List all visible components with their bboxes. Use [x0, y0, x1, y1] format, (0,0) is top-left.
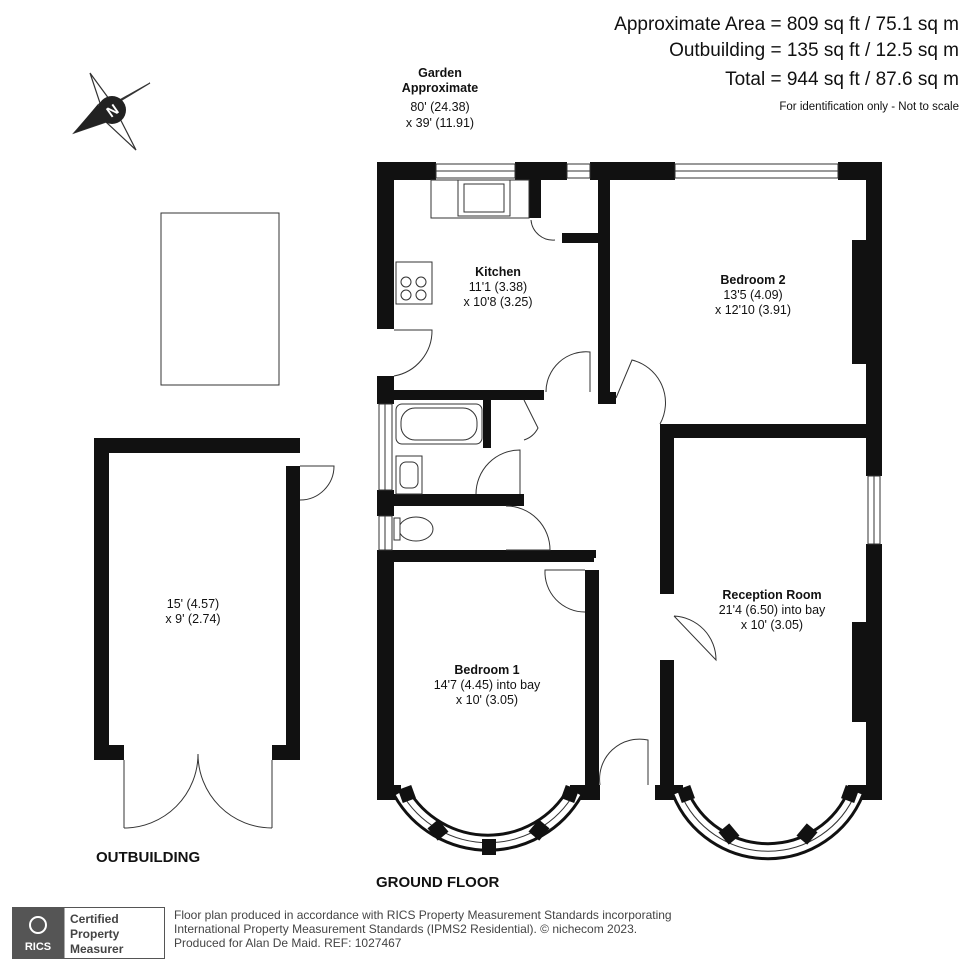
footer-line2: International Property Measurement Stand… — [174, 922, 638, 936]
room-bedroom2: Bedroom 2 13'5 (4.09) x 12'10 (3.91) — [693, 273, 813, 318]
room-bedroom1-dim2: x 10' (3.05) — [455, 693, 519, 707]
room-bedroom2-dim1: 13'5 (4.09) — [723, 288, 783, 302]
approximate-area: Approximate Area = 809 sq ft / 75.1 sq m — [614, 14, 959, 35]
room-outbuilding: 15' (4.57) x 9' (2.74) — [143, 597, 243, 627]
outbuilding-area: Outbuilding = 135 sq ft / 12.5 sq m — [669, 40, 959, 61]
room-bedroom1-name: Bedroom 1 — [454, 663, 520, 677]
room-bedroom2-dim2: x 12'10 (3.91) — [714, 303, 792, 317]
room-reception-dim2: x 10' (3.05) — [740, 618, 804, 632]
svg-text:RICS: RICS — [25, 941, 51, 953]
room-bedroom1-dim1: 14'7 (4.45) into bay — [433, 678, 541, 692]
garden-area — [160, 212, 280, 386]
outbuilding-walls — [94, 438, 300, 760]
compass-icon: N — [72, 72, 151, 151]
room-kitchen-dim2: x 10'8 (3.25) — [463, 295, 533, 309]
total-area: Total = 944 sq ft / 87.6 sq m — [725, 69, 959, 90]
rics-badge: RICS Certified Property Measurer — [12, 907, 165, 959]
room-outbuilding-dim1: 15' (4.57) — [166, 597, 220, 611]
room-kitchen: Kitchen 11'1 (3.38) x 10'8 (3.25) — [443, 265, 553, 310]
room-reception: Reception Room 21'4 (6.50) into bay x 10… — [697, 588, 847, 633]
bay-window-bedroom1 — [393, 785, 583, 855]
outbuilding-label: OUTBUILDING — [96, 849, 201, 866]
room-kitchen-dim1: 11'1 (3.38) — [468, 280, 528, 294]
garden-title: Garden — [418, 66, 462, 80]
ground-floor-label: GROUND FLOOR — [376, 874, 500, 891]
svg-text:Certified: Certified — [70, 912, 119, 926]
svg-text:Measurer: Measurer — [70, 942, 124, 956]
ground-floor-walls — [377, 162, 882, 800]
garden-dim1: 80' (24.38) — [410, 100, 470, 114]
scale-note: For identification only - Not to scale — [779, 101, 959, 113]
windows — [378, 163, 881, 551]
garden-subtitle: Approximate — [401, 81, 479, 95]
outbuilding-doors — [123, 465, 335, 829]
room-bedroom2-name: Bedroom 2 — [720, 273, 786, 287]
doors — [393, 219, 717, 786]
room-bedroom1: Bedroom 1 14'7 (4.45) into bay x 10' (3.… — [412, 663, 562, 708]
toilet-icon — [398, 516, 434, 542]
room-outbuilding-dim2: x 9' (2.74) — [165, 612, 221, 626]
room-reception-dim1: 21'4 (6.50) into bay — [718, 603, 826, 617]
footer: Floor plan produced in accordance with R… — [174, 908, 672, 950]
rics-logo-icon — [29, 916, 47, 934]
footer-line1: Floor plan produced in accordance with R… — [174, 908, 672, 922]
footer-line3: Produced for Alan De Maid. REF: 1027467 — [174, 936, 402, 950]
bay-window-reception — [671, 785, 865, 861]
garden-dim2: x 39' (11.91) — [405, 116, 475, 130]
svg-text:Property: Property — [70, 927, 120, 941]
room-reception-name: Reception Room — [722, 588, 822, 602]
fixtures — [393, 179, 530, 542]
room-kitchen-name: Kitchen — [475, 265, 521, 279]
